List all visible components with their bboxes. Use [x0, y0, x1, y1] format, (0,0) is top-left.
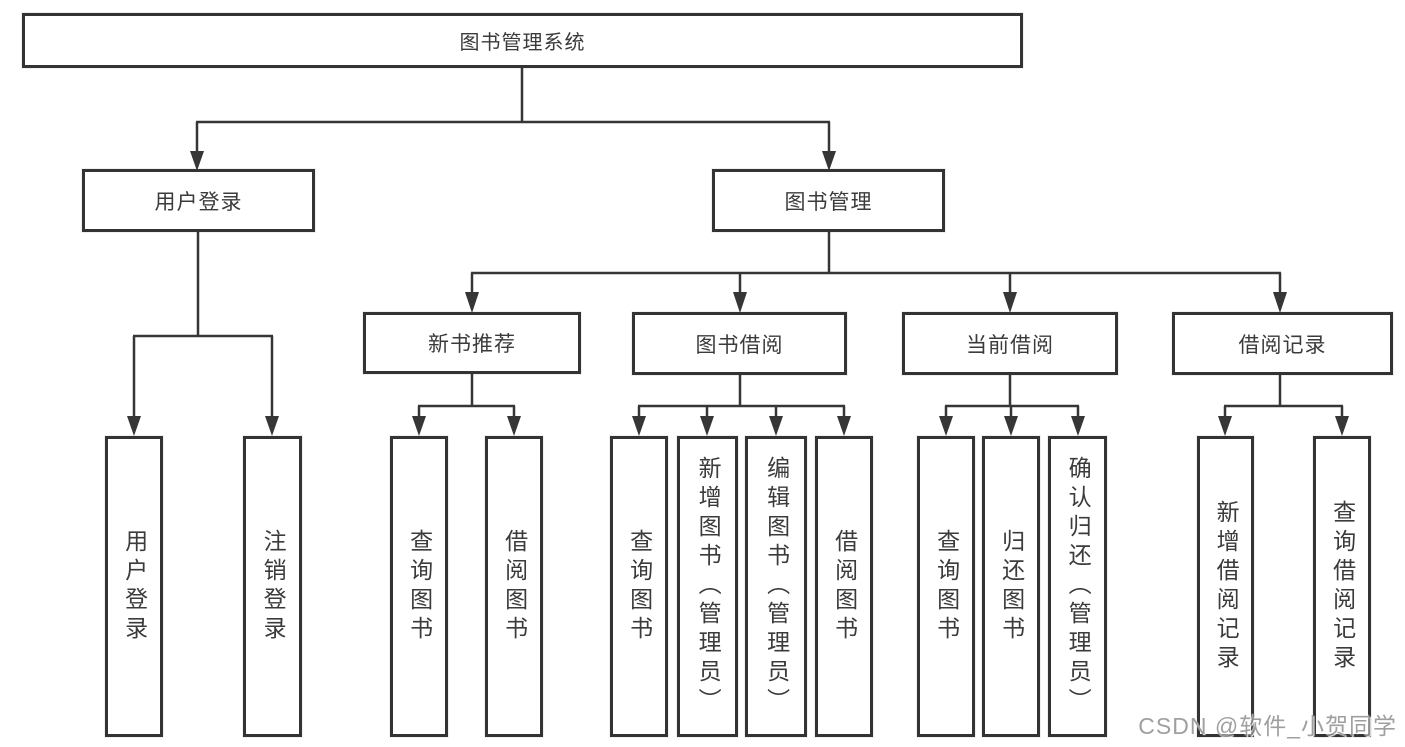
leaf-label: 确认归还（管理员）: [1065, 456, 1092, 717]
leaf-label: 新增图书（管理员）: [695, 456, 722, 717]
leaf-query-borrow-record: 查询借阅记录: [1313, 436, 1371, 737]
node-current-borrow: 当前借阅: [902, 312, 1118, 375]
node-new-book-recommend: 新书推荐: [363, 312, 581, 374]
node-borrow-records: 借阅记录: [1172, 312, 1393, 375]
node-label: 新书推荐: [428, 333, 516, 356]
node-label: 借阅记录: [1238, 333, 1327, 357]
leaf-label: 查询图书: [626, 528, 653, 645]
leaf-label: 借阅图书: [501, 528, 528, 645]
node-label: 用户登录: [154, 190, 243, 214]
node-root-library-system: 图书管理系统: [22, 13, 1023, 68]
leaf-query-books-borrow: 查询图书: [610, 436, 668, 737]
leaf-label: 注销登录: [260, 528, 287, 645]
csdn-watermark: CSDN @软件_小贺同学: [1138, 713, 1397, 739]
leaf-label: 用户登录: [121, 528, 148, 645]
node-label: 当前借阅: [966, 333, 1054, 357]
leaf-label: 查询借阅记录: [1329, 499, 1356, 674]
node-root-label: 图书管理系统: [459, 32, 586, 54]
leaf-query-books-current: 查询图书: [917, 436, 975, 737]
leaf-label: 查询图书: [406, 528, 433, 645]
leaf-add-book-admin: 新增图书（管理员）: [677, 436, 738, 737]
node-user-login-module: 用户登录: [82, 169, 315, 232]
leaf-borrow-books-borrow: 借阅图书: [815, 436, 873, 737]
leaf-label: 编辑图书（管理员）: [763, 456, 790, 717]
node-book-borrow: 图书借阅: [632, 312, 847, 375]
leaf-edit-book-admin: 编辑图书（管理员）: [745, 436, 807, 737]
node-label: 图书管理: [784, 190, 873, 214]
leaf-logout: 注销登录: [243, 436, 302, 737]
leaf-label: 新增借阅记录: [1213, 499, 1240, 674]
leaf-borrow-books-recommend: 借阅图书: [485, 436, 543, 737]
leaf-return-book: 归还图书: [982, 436, 1040, 737]
leaf-label: 借阅图书: [831, 528, 858, 645]
leaf-confirm-return-admin: 确认归还（管理员）: [1048, 436, 1107, 737]
leaf-user-login: 用户登录: [105, 436, 163, 737]
node-label: 图书借阅: [695, 333, 784, 357]
leaf-label: 归还图书: [998, 528, 1025, 645]
node-book-management: 图书管理: [712, 169, 945, 232]
leaf-label: 查询图书: [933, 528, 960, 645]
leaf-query-books-recommend: 查询图书: [390, 436, 448, 737]
leaf-add-borrow-record: 新增借阅记录: [1197, 436, 1254, 737]
